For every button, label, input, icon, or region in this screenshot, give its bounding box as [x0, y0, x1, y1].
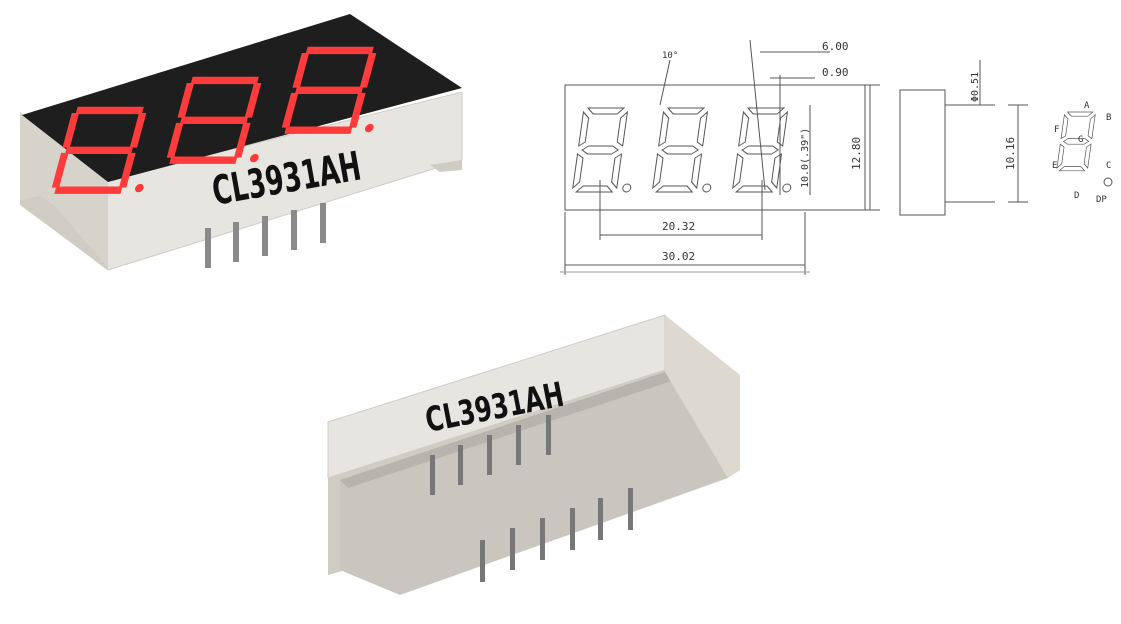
pin [320, 203, 326, 243]
pin-top-row [458, 445, 463, 485]
pins-bottom [430, 415, 633, 582]
pin-bottom-row [480, 540, 485, 582]
pin-bottom-row [598, 498, 603, 540]
pin [262, 216, 268, 256]
dimension-drawing: 10° 6.00 0.90 20.32 30.02 10.0(.39") 12.… [540, 20, 1120, 290]
pin-bottom-row [628, 488, 633, 530]
digit-2 [166, 76, 262, 164]
body-cavity [340, 372, 728, 595]
bottom-3d-render: CL3931AH [300, 300, 800, 620]
decimal-point [249, 153, 259, 163]
dim-total-width: 30.02 [662, 250, 695, 263]
pin-top-row [430, 455, 435, 495]
dim-body-height: 12.80 [850, 137, 863, 170]
drawing-digit-2 [652, 107, 712, 193]
pin-bottom-row [540, 518, 545, 560]
pin-bottom-row [510, 528, 515, 570]
pin-top-row [487, 435, 492, 475]
drawing-digit-3 [732, 107, 792, 193]
dim-digit-height: 10.0(.39") [800, 128, 811, 188]
decimal-point [134, 183, 144, 193]
segment-label-f: F [1054, 125, 1059, 135]
pin-top-row [516, 425, 521, 465]
decimal-point [364, 123, 374, 133]
drawing-body-outline [564, 84, 866, 211]
pin [233, 222, 239, 262]
segment-label-d: D [1074, 191, 1079, 201]
segment-legend-digit [1056, 111, 1096, 172]
dim-top-small: 0.90 [822, 66, 849, 79]
drawing-side-view [899, 89, 946, 216]
pin [205, 228, 211, 268]
pin [291, 210, 297, 250]
drawing-digit-1 [572, 107, 632, 193]
digit-3 [281, 46, 377, 134]
digit-1 [51, 106, 147, 194]
segment-label-c: C [1106, 161, 1111, 171]
pins-3d [205, 203, 326, 268]
segment-label-a: A [1084, 101, 1090, 111]
digit-segments-3d [51, 46, 377, 194]
segment-label-e: E [1052, 161, 1057, 171]
segment-label-b: B [1106, 113, 1111, 123]
segment-label-g: G [1078, 135, 1083, 145]
segment-label-dp: DP [1096, 195, 1107, 205]
dim-angle: 10° [662, 51, 678, 61]
pin-top-row [546, 415, 551, 455]
dim-pin-span: 10.16 [1004, 137, 1017, 170]
dim-pitch: 20.32 [662, 220, 695, 233]
front-3d-render: CL3931AH [0, 0, 480, 290]
dim-top-width: 6.00 [822, 40, 849, 53]
pin-bottom-row [570, 508, 575, 550]
dim-pin-diameter: Φ0.51 [970, 72, 981, 102]
